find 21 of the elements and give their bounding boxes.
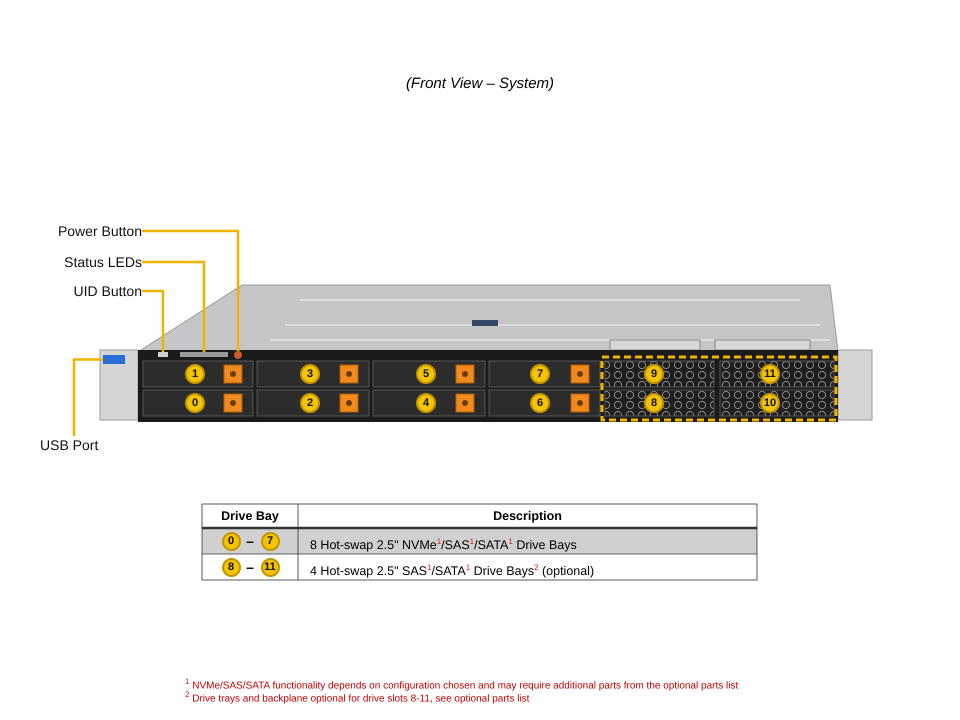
title: (Front View – System) (404, 75, 556, 92)
callout-label: USB Port (40, 436, 112, 454)
column-header: Drive Bay (220, 508, 280, 525)
range-dash: – (245, 532, 255, 550)
leader-line (72, 358, 103, 436)
callout-label: Power Button (30, 222, 142, 240)
callout-label: UID Button (30, 282, 142, 300)
leader-line (142, 230, 240, 351)
table-text: 4 Hot-swap 2.5" SAS$^{1}$/SATA$^{1}$ Drive Bays$^{2}$ (optional) (310, 562, 594, 580)
table-text: 8 Hot-swap 2.5" NVMe$^{1}$/SAS$^{1}$/SATA$^{1}$ Drive Bays (310, 536, 577, 554)
uid-button (158, 352, 168, 357)
status-leds (180, 352, 228, 357)
footnote: $^{2}$ Drive trays and backplane optional for drive slots 8-11, see optional parts list (185, 690, 530, 704)
footnote: $^{1}$ NVMe/SAS/SATA functionality depends on configuration chosen and may require additional parts from the optional parts list (185, 677, 738, 692)
range-dash: – (245, 558, 255, 576)
callout-number: 11 (260, 558, 280, 576)
usb-port (103, 355, 125, 364)
leader-line (142, 260, 206, 352)
callout-label: Status LEDs (30, 253, 142, 271)
column-header: Description (492, 508, 563, 525)
callout-number: 8 (222, 558, 240, 576)
